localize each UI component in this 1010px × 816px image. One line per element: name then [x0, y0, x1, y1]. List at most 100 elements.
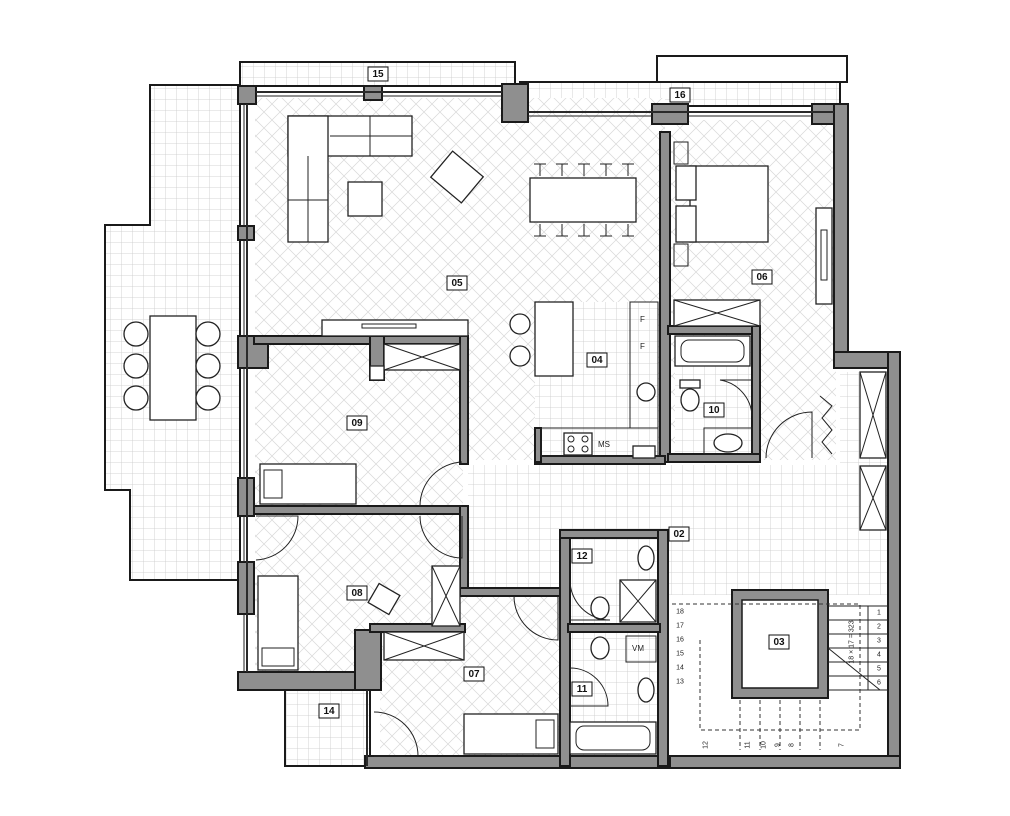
- stair-step-number: 6: [877, 680, 881, 687]
- room-label-text: 08: [351, 588, 363, 599]
- room-label-text: 15: [372, 69, 384, 80]
- door-swing-08-a: [255, 515, 299, 561]
- stair-formula: 18 × 17 = 323: [849, 620, 856, 663]
- room-label-09: 09: [346, 415, 368, 431]
- room-label-14: 14: [318, 703, 340, 719]
- hall-wardrobe-1: [859, 371, 887, 459]
- room-label-box: [571, 681, 593, 697]
- room-label-box: [463, 666, 485, 682]
- sofa: [287, 115, 413, 243]
- bar-stools: [509, 313, 531, 367]
- wardrobe-08: [431, 565, 461, 627]
- dining-table-indoor: [529, 163, 637, 237]
- door-swing-10: [719, 379, 753, 417]
- room-label-box: [586, 352, 608, 368]
- room-label-text: 14: [323, 706, 335, 717]
- toilet-10: [679, 379, 701, 412]
- room-label-16: 16: [669, 87, 691, 103]
- room-label-box: [703, 402, 725, 418]
- coffee-table: [347, 181, 383, 217]
- double-bed-06: [673, 141, 769, 267]
- room-label-box: [571, 548, 593, 564]
- wardrobe-06: [815, 207, 833, 305]
- stair-step-number: 14: [676, 665, 684, 672]
- room-label-box: [751, 269, 773, 285]
- room-label-text: 09: [351, 418, 363, 429]
- folding-door: [819, 395, 833, 455]
- room-label-box: [768, 634, 790, 650]
- bathtub-10: [674, 335, 751, 367]
- wardrobe-07: [383, 631, 465, 661]
- door-swing-06: [765, 411, 813, 459]
- stair-step-number: 17: [676, 623, 684, 630]
- stair-step-number: 11: [745, 741, 752, 748]
- room-label-10: 10: [703, 402, 725, 418]
- single-bed-08: [257, 575, 299, 671]
- door-swing-07: [513, 595, 559, 641]
- room-label-text: 10: [708, 405, 720, 416]
- terrace-14: [284, 689, 371, 767]
- room-label-text: 03: [773, 637, 785, 648]
- stair-step-number: 7: [839, 743, 846, 747]
- exterior-walls: [237, 83, 901, 769]
- kitchen-counter: [540, 301, 659, 459]
- room-label-07: 07: [463, 666, 485, 682]
- room-label-12: 12: [571, 548, 593, 564]
- room-label-box: [446, 275, 468, 291]
- room-label-box: [668, 526, 690, 542]
- stair-step-number: 12: [703, 741, 710, 749]
- dishwasher-label: MS: [598, 440, 610, 449]
- single-bed-07: [463, 713, 559, 755]
- stair-step-number: 16: [676, 637, 684, 644]
- wardrobe-09: [383, 343, 461, 371]
- wardrobe-shelf-06: [673, 299, 761, 327]
- wc-12-fixtures: [590, 545, 657, 623]
- washing-machine-label: VM: [632, 644, 644, 653]
- stair-step-number: 1: [877, 610, 881, 617]
- room-label-box: [669, 87, 691, 103]
- hall-wardrobe-2: [859, 465, 887, 531]
- room-label-text: 12: [576, 551, 588, 562]
- room-labels: 15 16 05 06 04 10 09 02 12 08 03 07 11 14: [318, 66, 790, 719]
- stair-step-number: 15: [676, 651, 684, 658]
- room-label-box: [346, 585, 368, 601]
- fridge-label-2: F: [640, 342, 645, 351]
- armchair: [429, 150, 485, 204]
- tv-console: [321, 319, 469, 337]
- room-label-text: 05: [451, 278, 463, 289]
- stair: [672, 603, 888, 750]
- room-label-box: [367, 66, 389, 82]
- door-swing-08-b: [419, 515, 463, 559]
- room-label-box: [346, 415, 368, 431]
- room-label-08: 08: [346, 585, 368, 601]
- column-09: [369, 365, 385, 381]
- stair-step-number: 3: [877, 638, 881, 645]
- sink-10: [703, 427, 753, 455]
- room-label-03: 03: [768, 634, 790, 650]
- room-label-02: 02: [668, 526, 690, 542]
- door-swing-07-terrace: [373, 711, 419, 757]
- room-label-15: 15: [367, 66, 389, 82]
- stair-step-number: 2: [877, 624, 881, 631]
- room-label-text: 02: [673, 529, 685, 540]
- desk-chair-08: [367, 582, 401, 616]
- room-label-text: 16: [674, 90, 686, 101]
- windows: [243, 95, 812, 672]
- stair-step-number: 18: [676, 609, 684, 616]
- room-label-box: [318, 703, 340, 719]
- stair-step-number: 13: [676, 679, 684, 686]
- single-bed-09: [259, 463, 357, 505]
- stair-step-number: 4: [877, 652, 881, 659]
- room-label-05: 05: [446, 275, 468, 291]
- room-label-04: 04: [586, 352, 608, 368]
- terrace-dining-table: [123, 315, 221, 421]
- room-label-06: 06: [751, 269, 773, 285]
- stair-step-number: 5: [877, 666, 881, 673]
- door-swing-12: [569, 579, 611, 621]
- room-label-text: 11: [577, 684, 588, 695]
- room-label-text: 06: [756, 272, 768, 283]
- fridge-label-1: F: [640, 315, 645, 324]
- room-label-text: 07: [468, 669, 480, 680]
- door-swing-11: [569, 667, 609, 707]
